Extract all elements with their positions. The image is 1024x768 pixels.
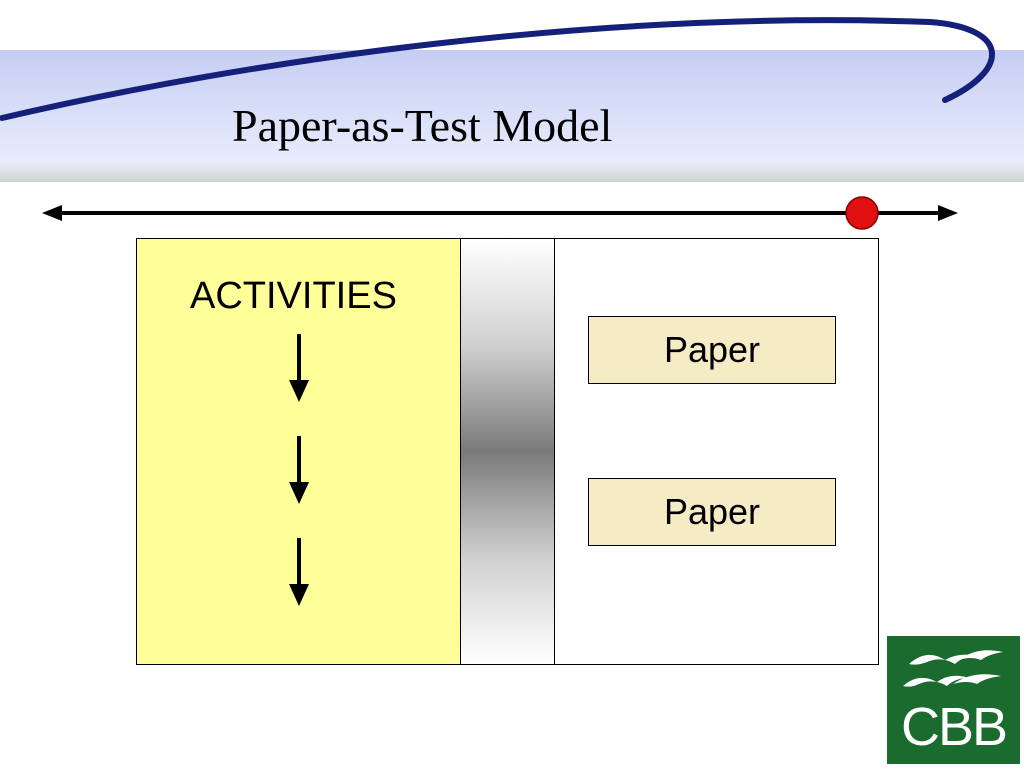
down-arrow-icon	[289, 538, 309, 606]
timeline-axis	[42, 196, 958, 230]
activities-label: ACTIVITIES	[190, 275, 397, 317]
timeline-right-arrowhead	[938, 205, 958, 221]
timeline-marker	[845, 196, 879, 230]
birds-icon	[903, 650, 1003, 687]
slide-title: Paper-as-Test Model	[232, 100, 613, 151]
timeline-left-arrowhead	[42, 205, 62, 221]
logo-text: CBB	[900, 697, 1008, 757]
header-swoosh	[0, 17, 995, 121]
filter-gradient-panel	[460, 238, 555, 665]
header-band	[0, 50, 1024, 182]
cbb-logo: CBB	[887, 636, 1020, 764]
down-arrow-icon	[289, 334, 309, 402]
paper-box: Paper	[588, 316, 836, 384]
down-arrow-icon	[289, 436, 309, 504]
paper-box: Paper	[588, 478, 836, 546]
